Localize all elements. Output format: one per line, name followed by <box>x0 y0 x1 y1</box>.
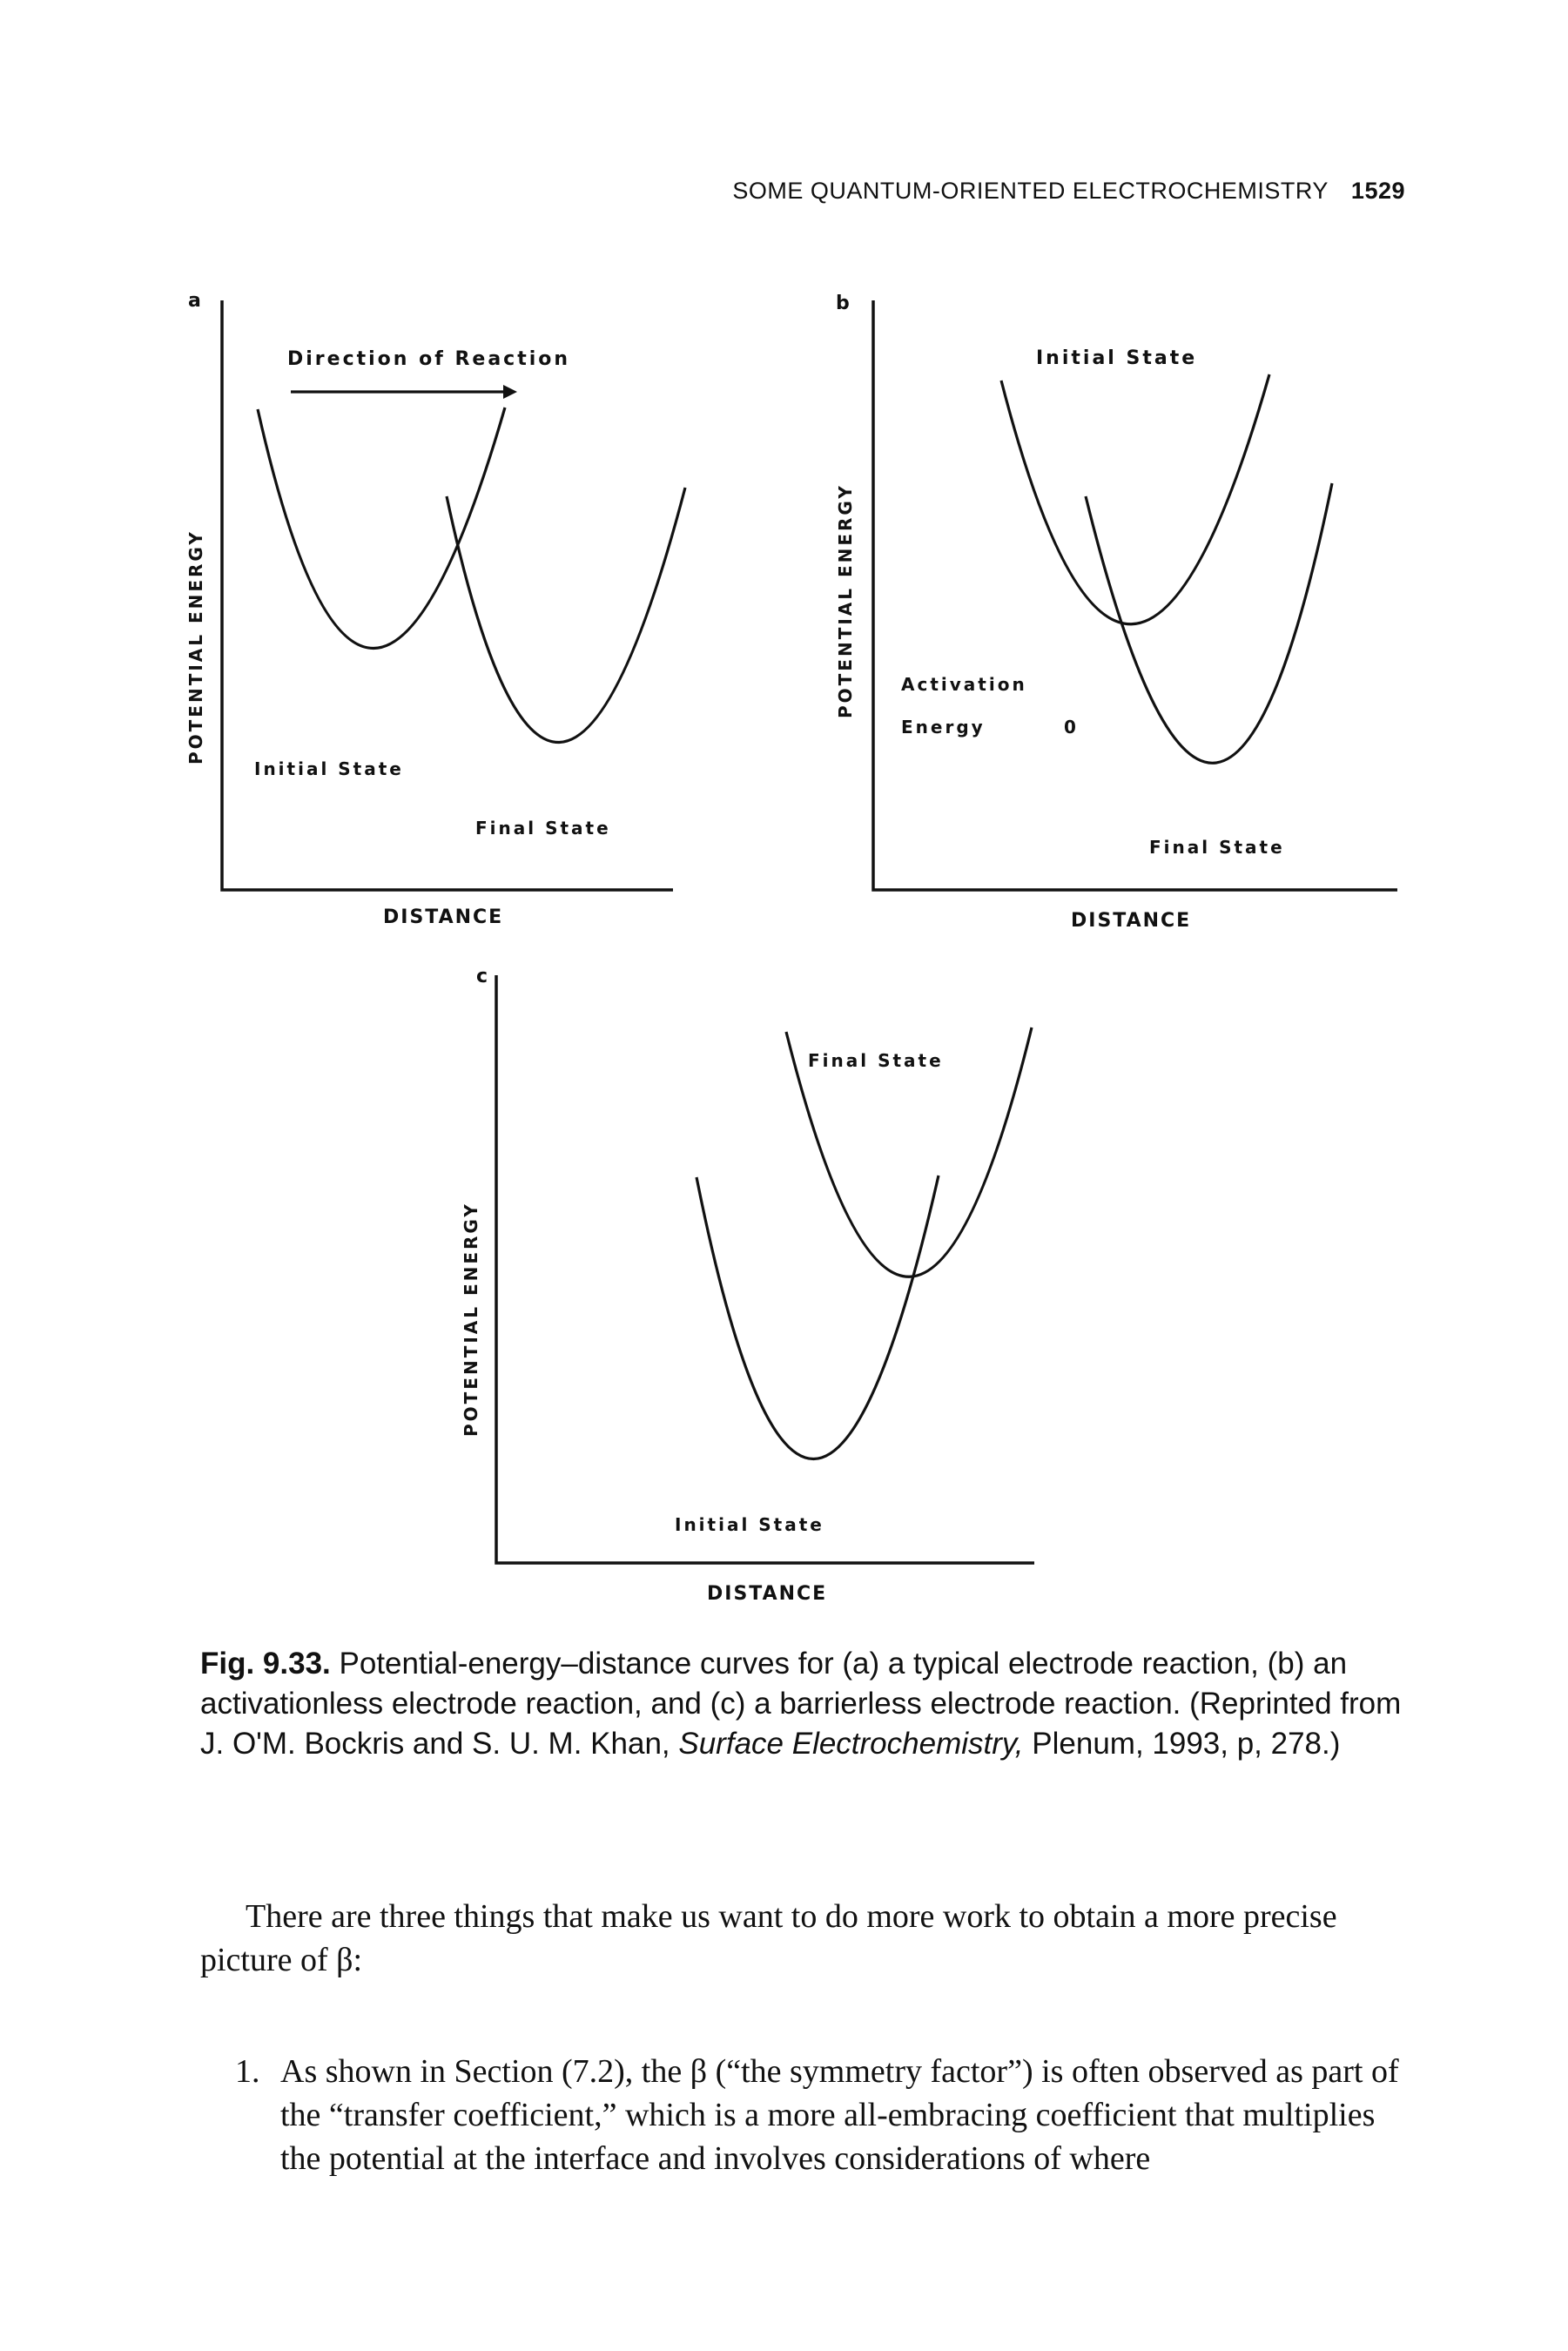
body-paragraph: There are three things that make us want… <box>200 1898 1337 1978</box>
caption-text: Potential-energy–distance curves for (a)… <box>200 1647 1402 1761</box>
figure-caption: Fig. 9.33. Potential-energy–distance cur… <box>200 1644 1402 1764</box>
panel-b-x-label: DISTANCE <box>1071 910 1191 932</box>
panel-b-final-label: Final State <box>1149 837 1285 858</box>
panel-c-initial-label: Initial State <box>675 1514 824 1535</box>
panel-b: b Initial State POTENTIAL ENERGY Activat… <box>835 293 1397 932</box>
running-title: SOME QUANTUM-ORIENTED ELECTROCHEMISTRY <box>732 178 1329 204</box>
list-item-text: As shown in Section (7.2), the β (“the s… <box>280 2053 1399 2177</box>
panel-b-activation-label-1: Activation <box>901 674 1027 695</box>
panel-b-activation-label-2: Energy <box>901 717 986 738</box>
panel-a-x-label: DISTANCE <box>383 906 503 928</box>
panel-a: a Direction of Reaction POTENTIAL ENERGY… <box>185 290 687 928</box>
panel-a-arrowhead <box>503 385 517 399</box>
panel-a-direction-label: Direction of Reaction <box>287 348 570 370</box>
panel-a-initial-curve <box>256 407 507 650</box>
panel-a-final-curve <box>445 487 687 744</box>
panel-c-x-label: DISTANCE <box>707 1583 827 1605</box>
list-item-number: 1. <box>235 2053 260 2090</box>
panel-b-final-curve <box>1084 482 1334 765</box>
panel-c-y-label: POTENTIAL ENERGY <box>461 1202 481 1437</box>
page-number: 1529 <box>1350 178 1405 204</box>
panel-a-letter: a <box>188 290 201 312</box>
panel-a-y-label: POTENTIAL ENERGY <box>185 529 206 765</box>
caption-publisher: Plenum, 1993, p, 278.) <box>1032 1727 1341 1761</box>
panel-a-initial-label: Initial State <box>254 758 404 779</box>
caption-book-title: Surface Electrochemistry, <box>678 1727 1024 1761</box>
potential-energy-figure: a Direction of Reaction POTENTIAL ENERGY… <box>185 290 1397 1605</box>
figure-number: Fig. 9.33. <box>200 1647 331 1681</box>
panel-c-final-curve <box>784 1027 1033 1278</box>
panel-a-final-label: Final State <box>475 818 611 839</box>
panel-b-initial-label: Initial State <box>1036 347 1197 369</box>
panel-c-letter: c <box>476 966 488 987</box>
panel-c-final-label: Final State <box>808 1050 944 1071</box>
panel-a-axes <box>220 300 673 892</box>
panel-b-activation-value: 0 <box>1064 717 1076 738</box>
panel-c-initial-curve <box>695 1175 940 1461</box>
list-item: 1. As shown in Section (7.2), the β (“th… <box>235 2050 1406 2180</box>
panel-c: c Final State POTENTIAL ENERGY Initial S… <box>461 966 1034 1605</box>
panel-b-letter: b <box>836 293 850 314</box>
running-header: SOME QUANTUM-ORIENTED ELECTROCHEMISTRY 15… <box>0 178 1405 205</box>
panel-c-axes <box>495 975 1034 1565</box>
panel-b-initial-curve <box>999 374 1271 626</box>
panel-b-axes <box>871 300 1397 892</box>
panel-b-y-label: POTENTIAL ENERGY <box>835 483 856 718</box>
